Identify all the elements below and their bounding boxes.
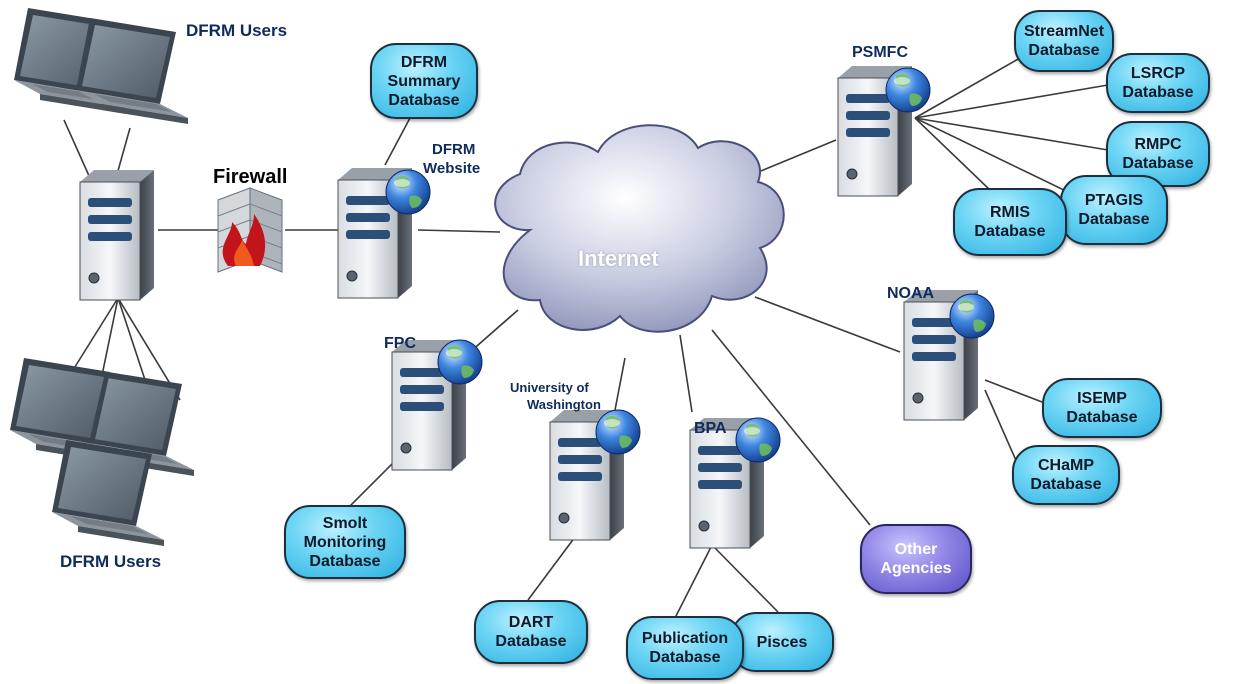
dfrm-users-top-label: DFRM Users xyxy=(186,21,288,40)
lsrcp-database-node: LSRCP Database xyxy=(1106,53,1210,113)
champ-database-node: CHaMP Database xyxy=(1012,445,1120,505)
dfrm-website-label-1: DFRM xyxy=(432,141,476,158)
other-agencies-text: Other Agencies xyxy=(880,541,952,577)
rmis-database-node: RMIS Database xyxy=(953,188,1067,256)
smolt-monitoring-database-text: Smolt Monitoring Database xyxy=(303,514,387,570)
isemp-database-node: ISEMP Database xyxy=(1042,378,1162,438)
pisces-database-text: Pisces xyxy=(756,633,808,651)
internet-label: Internet xyxy=(578,246,659,271)
globe-icon xyxy=(437,339,483,385)
psmfc-label: PSMFC xyxy=(852,44,908,61)
rmpc-database-text: RMPC Database xyxy=(1122,136,1194,172)
isemp-database-text: ISEMP Database xyxy=(1066,390,1138,426)
publication-database-text: Publication Database xyxy=(641,630,729,666)
fpc-label: FPC xyxy=(384,335,416,352)
streamnet-database-text: StreamNet Database xyxy=(1023,23,1105,59)
globe-icon xyxy=(949,293,995,339)
champ-database-text: CHaMP Database xyxy=(1030,457,1102,493)
publication-database-node: Publication Database xyxy=(626,616,744,680)
internet-cloud xyxy=(494,124,785,333)
rmis-database-text: RMIS Database xyxy=(974,204,1046,240)
dfrm-summary-database-text: DFRM Summary Database xyxy=(387,53,461,109)
uw-label-1: University of xyxy=(510,380,589,395)
globe-icon xyxy=(595,409,641,455)
dfrm-website-label-2: Website xyxy=(423,160,481,177)
dfrm-summary-database-node: DFRM Summary Database xyxy=(370,43,478,119)
dart-database-text: DART Database xyxy=(495,614,567,650)
globe-icon xyxy=(735,417,781,463)
pisces-database-node: Pisces xyxy=(730,612,834,672)
bpa-label: BPA xyxy=(694,420,727,437)
ptagis-database-node: PTAGIS Database xyxy=(1060,175,1168,245)
firewall-icon xyxy=(217,187,283,273)
other-agencies-node: Other Agencies xyxy=(860,524,972,594)
laptop-icon xyxy=(52,440,164,546)
dart-database-node: DART Database xyxy=(474,600,588,664)
noaa-label: NOAA xyxy=(887,285,935,302)
dfrm-users-bottom-label: DFRM Users xyxy=(60,552,162,571)
ptagis-database-text: PTAGIS Database xyxy=(1078,192,1150,228)
dfrm-local-server-icon xyxy=(79,169,155,301)
smolt-monitoring-database-node: Smolt Monitoring Database xyxy=(284,505,406,579)
uw-label-2: Washington xyxy=(527,397,601,412)
globe-icon xyxy=(885,67,931,113)
firewall-label: Firewall xyxy=(213,166,288,188)
lsrcp-database-text: LSRCP Database xyxy=(1122,65,1194,101)
streamnet-database-node: StreamNet Database xyxy=(1014,10,1114,72)
